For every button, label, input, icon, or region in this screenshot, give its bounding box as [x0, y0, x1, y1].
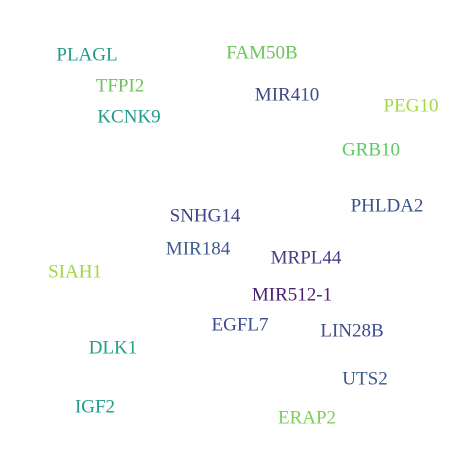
- word-peg10: PEG10: [383, 95, 439, 117]
- word-egfl7: EGFL7: [211, 314, 269, 336]
- word-phlda2: PHLDA2: [350, 195, 424, 217]
- word-mir410: MIR410: [254, 84, 320, 106]
- word-tfpi2: TFPI2: [95, 75, 145, 97]
- word-plagl: PLAGL: [56, 44, 118, 66]
- word-lin28b: LIN28B: [320, 320, 384, 342]
- word-uts2: UTS2: [342, 368, 388, 390]
- word-erap2: ERAP2: [277, 407, 337, 429]
- word-mrpl44: MRPL44: [270, 247, 342, 269]
- word-mir512-1: MIR512-1: [251, 284, 333, 306]
- word-siah1: SIAH1: [48, 261, 102, 283]
- word-grb10: GRB10: [341, 139, 401, 161]
- word-igf2: IGF2: [74, 396, 116, 418]
- word-mir184: MIR184: [165, 238, 231, 260]
- word-kcnk9: KCNK9: [97, 106, 161, 128]
- word-fam50b: FAM50B: [226, 42, 298, 64]
- word-dlk1: DLK1: [88, 337, 138, 359]
- word-snhg14: SNHG14: [169, 205, 241, 227]
